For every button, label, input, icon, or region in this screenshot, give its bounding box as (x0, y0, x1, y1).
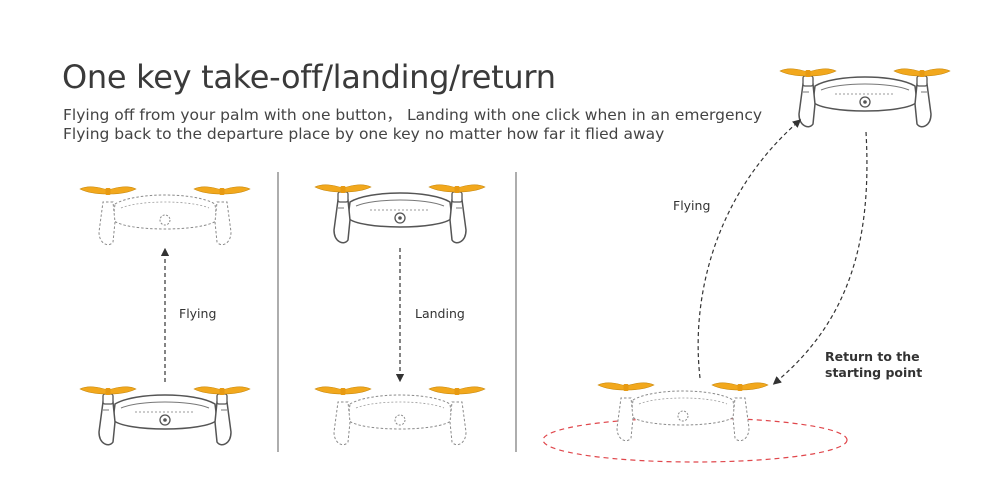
curved-arrow-icon (697, 119, 802, 379)
subtitle-line-2: Flying back to the departure place by on… (63, 125, 665, 143)
landing-label: Landing (415, 306, 465, 321)
return-label-line-2: starting point (825, 365, 923, 380)
drone-outline-icon (315, 387, 485, 445)
takeoff-label: Flying (179, 306, 217, 321)
curved-arrow-icon (772, 131, 868, 385)
drone-icon (80, 387, 250, 445)
drone-outline-icon (80, 187, 250, 245)
page-title: One key take-off/landing/return (62, 58, 556, 96)
subtitle-line-1: Flying off from your palm with one butto… (63, 106, 763, 124)
return-label-line-1: Return to the (825, 349, 920, 364)
drone-icon (315, 185, 485, 243)
return-outbound-label: Flying (673, 198, 711, 213)
drone-icon (780, 69, 950, 127)
drone-outline-icon (598, 383, 768, 441)
